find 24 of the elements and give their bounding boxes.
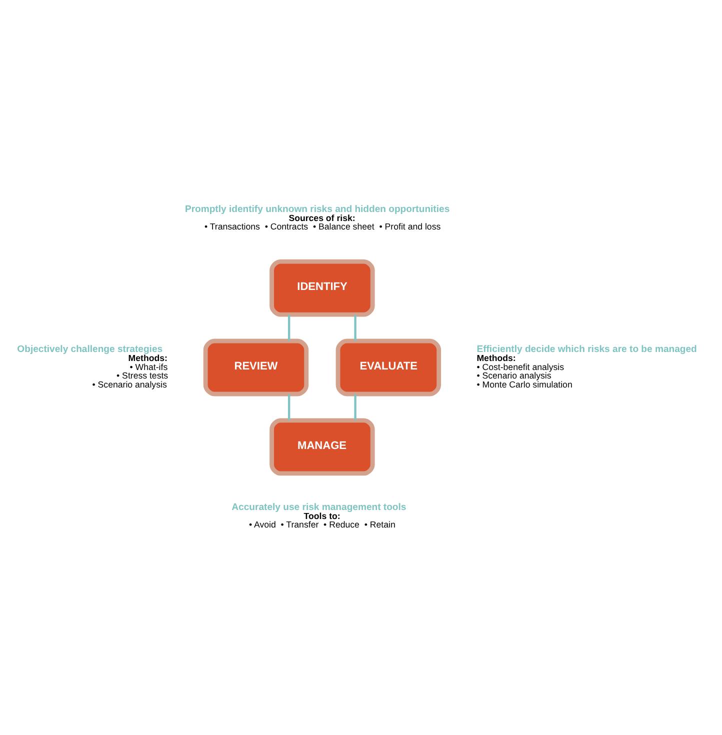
node-label: • Cost-benefit analysis	[476, 362, 564, 372]
node-label: • Avoid • Transfer • Reduce • Retain	[248, 520, 396, 530]
node-box: EVALUATE	[336, 338, 442, 396]
node-label: Sources of risk:	[288, 212, 356, 223]
node-label: Promptly identify unknown risks and hidden opportunities	[184, 204, 450, 215]
node-label: • What-ifs	[130, 362, 168, 372]
node-label: Methods:	[128, 352, 168, 363]
connector	[288, 394, 290, 420]
node-label: • Scenario analysis	[92, 379, 167, 390]
node-label: • Monte Carlo simulation	[476, 379, 572, 390]
node-label: Objectively challenge strategies	[17, 344, 163, 355]
connector	[354, 314, 356, 341]
node-label: Efficiently decide which risks are to be managed	[476, 344, 697, 355]
node-label: • Scenario analysis	[476, 370, 552, 381]
connector	[354, 394, 356, 420]
node-label: Tools to:	[304, 510, 340, 521]
node-label: Accurately use risk management tools	[232, 502, 406, 513]
node-box: REVIEW	[203, 338, 309, 396]
node-label: • Stress tests	[116, 370, 168, 381]
node-box: MANAGE	[270, 418, 375, 476]
node-label: • Transactions • Contracts • Balance sheet • Profit and loss	[204, 222, 441, 232]
node-label: Methods:	[476, 352, 516, 363]
connector	[288, 314, 290, 341]
node-box: IDENTIFY	[270, 259, 375, 317]
